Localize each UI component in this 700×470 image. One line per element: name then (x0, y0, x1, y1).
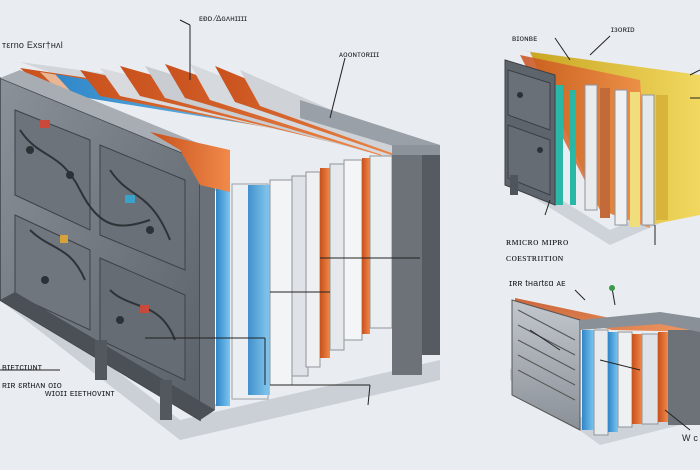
main-module-shadow (0, 280, 440, 440)
main-battery-module (0, 19, 440, 440)
label-right-bottom: ɪʀʀ tʜaɾtɛɑ ᴀᴇ (509, 278, 566, 288)
label-bottom-left-1: ʙɪᴇᴛᴄɪᴜɴᴛ (2, 362, 43, 372)
label-mid-center: ᴀᴏᴏɴᴛᴏʀɪɪɪ (339, 50, 380, 59)
label-bottom-left-3: ᴡɪᴏɪɪ ᴇɪᴇᴛʜᴏᴠɪɴᴛ (45, 388, 115, 398)
label-bottom-right: W c (682, 433, 699, 443)
label-top-center: ᴇᴆᴅ ⁄∆ɢʌʜɪɪɪɪ (199, 14, 248, 23)
secondary-module-bottom (510, 285, 700, 445)
side-plates (195, 145, 440, 406)
label-top-left: ᴛεrno Exsr†ʜʌl (2, 40, 63, 50)
label-right-top-a: ʙɪᴏɴʙᴇ (512, 34, 538, 43)
stacked-plates (20, 62, 440, 166)
label-right-top-b: ɪᴈᴏʀɪᴅ (611, 25, 635, 34)
front-frame (0, 70, 230, 422)
label-right-mid-1: ʀᴍɪᴄʀᴏ ᴍɪᴘʀᴏ (506, 236, 569, 248)
main-leader-lines (0, 19, 420, 406)
label-bottom-left-2: ʀɪʀ ɛʀtʜʌɴ ᴏɪᴏ (2, 380, 62, 390)
secondary-module-top (504, 35, 700, 245)
label-right-mid-2: ᴄᴏᴇsᴛʀɪɪᴛɪᴏɴ (506, 252, 564, 264)
